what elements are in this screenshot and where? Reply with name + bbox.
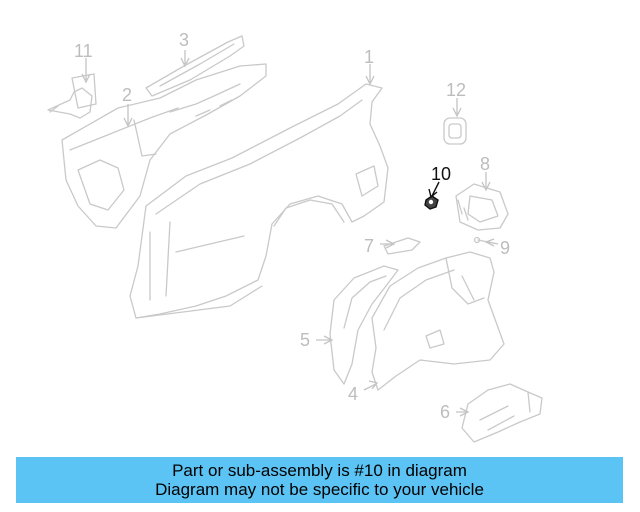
leader-lines (81, 50, 499, 417)
part-8-fuel-door (455, 183, 509, 231)
part-3-upper-rail (145, 35, 245, 97)
banner-line-2: Diagram may not be specific to your vehi… (155, 480, 484, 499)
callout-6: 6 (440, 402, 450, 422)
callout-12: 12 (446, 80, 466, 100)
callout-10: 10 (431, 164, 451, 184)
part-5-wheelhouse-liner (329, 265, 399, 385)
callout-11: 11 (74, 41, 93, 61)
banner-line-1: Part or sub-assembly is #10 in diagram (172, 461, 467, 480)
part-1-quarter-panel (129, 83, 389, 319)
part-6-bracket (461, 383, 543, 443)
part-11-cable (47, 73, 97, 119)
callout-1: 1 (364, 47, 374, 67)
part-12-grommet (443, 117, 467, 145)
part-10-clip (424, 195, 439, 210)
callout-9: 9 (500, 238, 510, 258)
callout-numbers: 11 3 1 2 12 10 8 9 7 5 4 6 (74, 30, 510, 422)
parts-diagram: 11 3 1 2 12 10 8 9 7 5 4 6 (47, 30, 543, 443)
info-banner: Part or sub-assembly is #10 in diagram D… (16, 457, 623, 503)
callout-4: 4 (348, 384, 358, 404)
part-7-bracket (383, 237, 421, 255)
part-4-inner-wheelhouse (371, 251, 505, 391)
part-2-inner-panel (61, 63, 267, 229)
callout-5: 5 (300, 330, 310, 350)
callout-2: 2 (122, 85, 132, 105)
callout-7: 7 (364, 236, 374, 256)
callout-3: 3 (179, 30, 189, 50)
callout-8: 8 (480, 154, 490, 174)
